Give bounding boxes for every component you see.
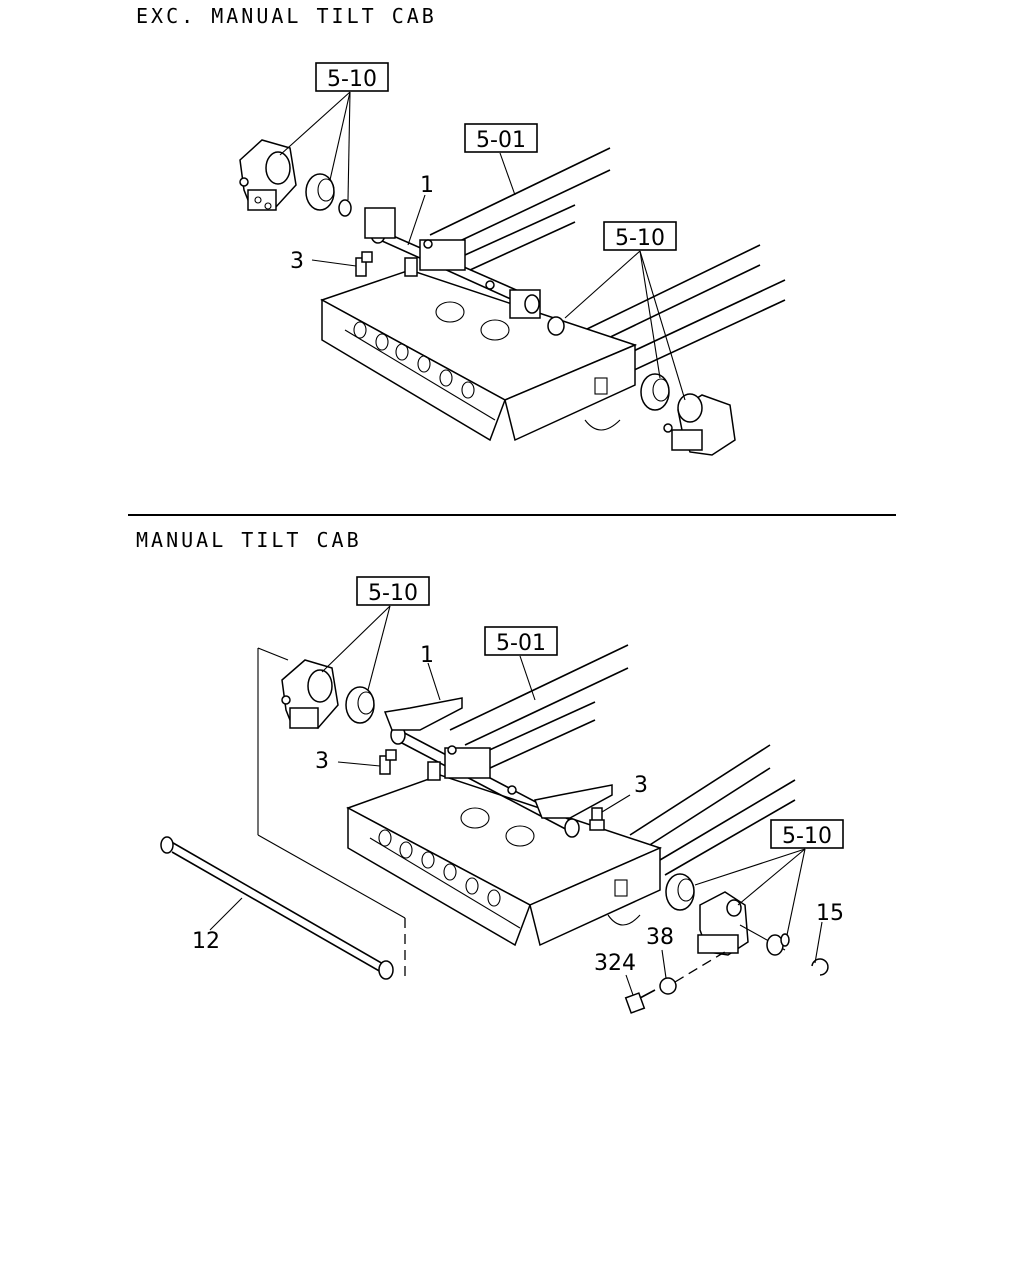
bottom-rod-link-frame [257,647,406,980]
bottom-callout-3-left: 3 [315,749,329,774]
bottom-left-bracket [281,659,339,729]
top-frame-rails [429,147,786,373]
bottom-ref-box-5-10-right: 5-10 [770,819,844,849]
top-ref-box-5-01: 5-01 [464,123,538,153]
top-cross-member [320,269,638,442]
bottom-snap-ring-15 [811,958,829,976]
top-diagram: 5-10 5-01 5-10 1 3 [239,62,786,456]
bottom-bolt-3-right [589,807,605,831]
bottom-callout-15: 15 [816,901,844,926]
top-ref-box-5-10-left: 5-10 [315,62,389,92]
bottom-nut-38 [659,977,677,995]
svg-text:5-10: 5-10 [615,226,665,251]
top-left-bracket [239,139,297,211]
bottom-frame-rails [449,644,796,876]
bottom-pin-assembly [739,924,790,956]
top-callout-1: 1 [420,173,434,198]
bottom-diagram: 5-10 5-01 5-10 1 3 3 12 [160,576,844,1014]
bottom-right-bracket [697,891,749,956]
bottom-callout-324: 324 [594,951,636,976]
section-divider [128,514,896,516]
top-bolt-3 [355,251,373,277]
section-title-exc-manual-tilt-cab: EXC. MANUAL TILT CAB [136,4,437,28]
bottom-hinge-shaft [383,697,613,838]
svg-text:5-10: 5-10 [368,581,418,606]
bottom-callout-12: 12 [192,929,220,954]
bottom-right-bushing [665,873,695,911]
bottom-bolt-324 [624,949,729,1014]
svg-text:5-01: 5-01 [476,128,526,153]
top-leader-lines [279,91,686,401]
bottom-bolt-3-left [379,749,397,775]
bottom-callout-3-right: 3 [634,773,648,798]
svg-text:5-01: 5-01 [496,631,546,656]
top-right-bracket [663,393,736,456]
top-left-bushing [305,173,352,217]
bottom-callout-38: 38 [646,925,674,950]
bottom-ref-box-5-01: 5-01 [484,626,558,656]
top-ref-box-5-10-right: 5-10 [603,221,677,251]
bottom-callout-1: 1 [420,643,434,668]
top-right-bushing [547,316,670,411]
section-title-manual-tilt-cab: MANUAL TILT CAB [136,528,362,552]
bottom-rod-12 [160,836,394,980]
svg-text:5-10: 5-10 [782,824,832,849]
bottom-ref-box-5-10-left: 5-10 [356,576,430,606]
top-hinge-shaft [364,207,541,319]
top-callout-3: 3 [290,249,304,274]
bottom-leader-lines [209,605,823,996]
bottom-cross-member [346,774,663,947]
bottom-left-bushing [345,686,375,724]
svg-text:5-10: 5-10 [327,67,377,92]
